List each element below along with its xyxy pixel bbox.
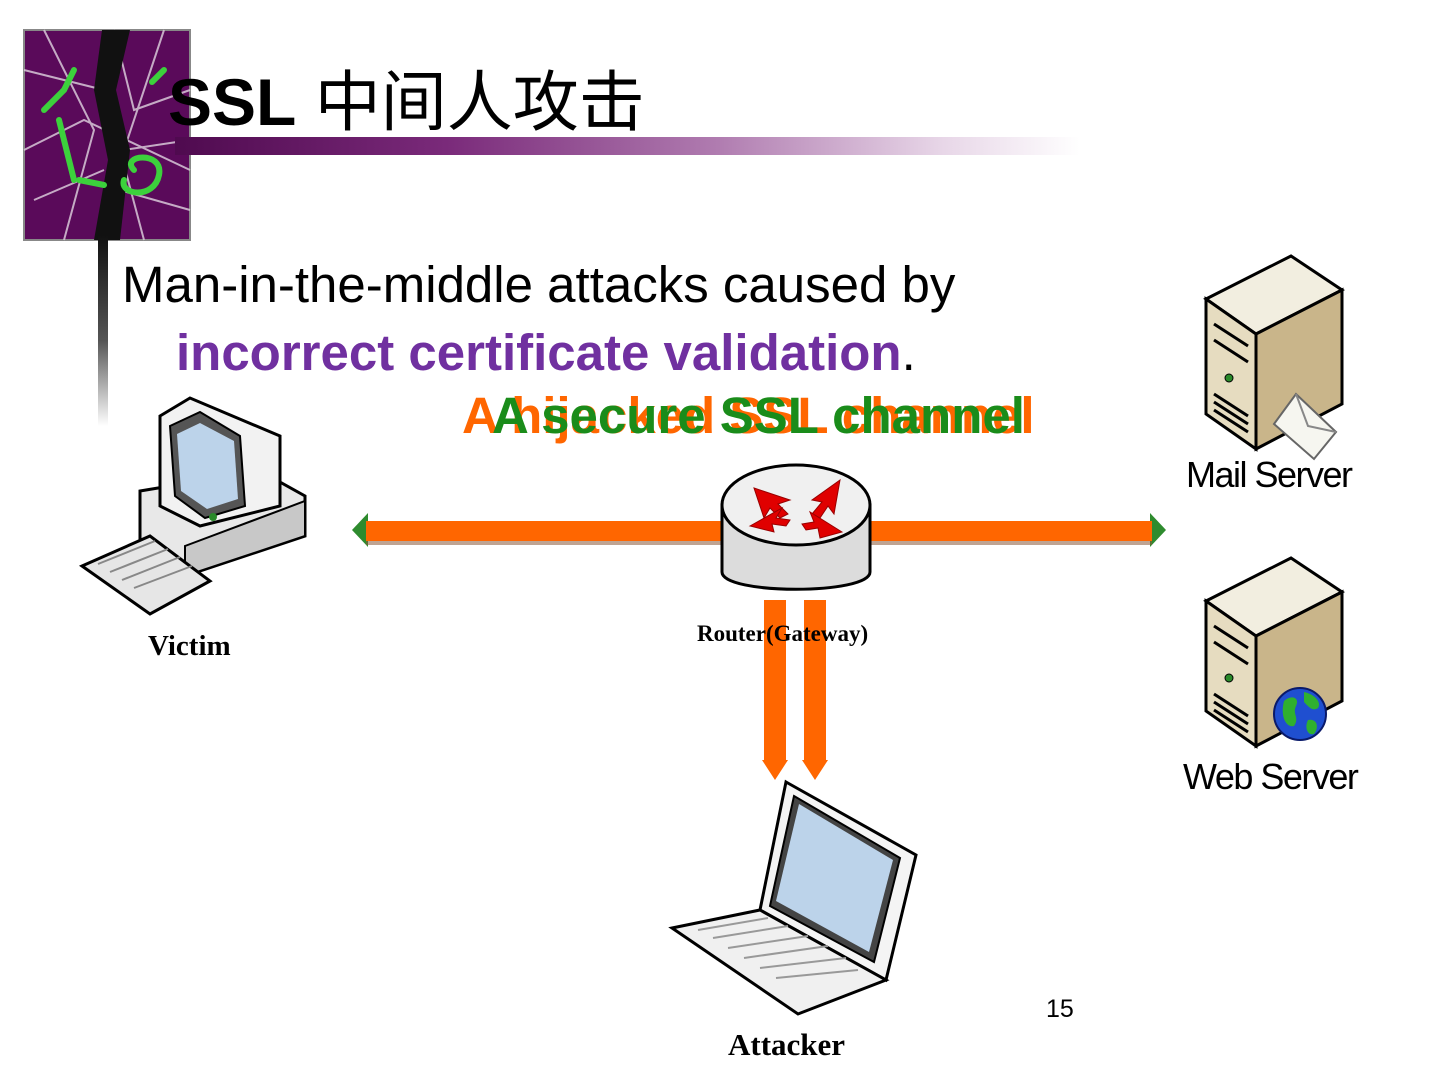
desktop-computer-icon: [78, 396, 307, 616]
page-number: 15: [1046, 995, 1074, 1023]
body-line-1: Man-in-the-middle attacks caused by: [122, 256, 956, 313]
web-server-label: Web Server: [1183, 756, 1359, 797]
title-chinese: 中间人攻击: [314, 64, 645, 141]
secure-channel-caption: A secure SSL channel: [492, 387, 1025, 444]
router-icon: [720, 463, 872, 591]
page-title: SSL 中间人攻击: [168, 62, 645, 143]
envelope-icon: [1272, 392, 1338, 461]
laptop-icon: [668, 779, 918, 1016]
title-underline: [175, 137, 1080, 155]
side-accent-bar: [98, 236, 108, 426]
server-tower-icon: [1203, 556, 1345, 749]
hijacked-channel-caption: A hijacked SSL channel: [462, 387, 1035, 444]
router-to-attacker-link-1: [762, 600, 788, 780]
body-highlight: incorrect certificate validation: [176, 324, 902, 381]
globe-icon: [1273, 687, 1327, 741]
title-english: SSL: [168, 65, 297, 139]
mail-server-label: Mail Server: [1186, 454, 1353, 495]
body-line-2: incorrect certificate validation.: [176, 322, 916, 384]
router-to-attacker-link-2: [802, 600, 828, 780]
victim-label: Victim: [148, 630, 231, 662]
attacker-label: Attacker: [728, 1027, 846, 1062]
logo-icon: [23, 29, 191, 241]
router-label: Router(Gateway): [697, 621, 869, 646]
body-period: .: [901, 324, 916, 381]
server-tower-icon: [1203, 254, 1345, 461]
